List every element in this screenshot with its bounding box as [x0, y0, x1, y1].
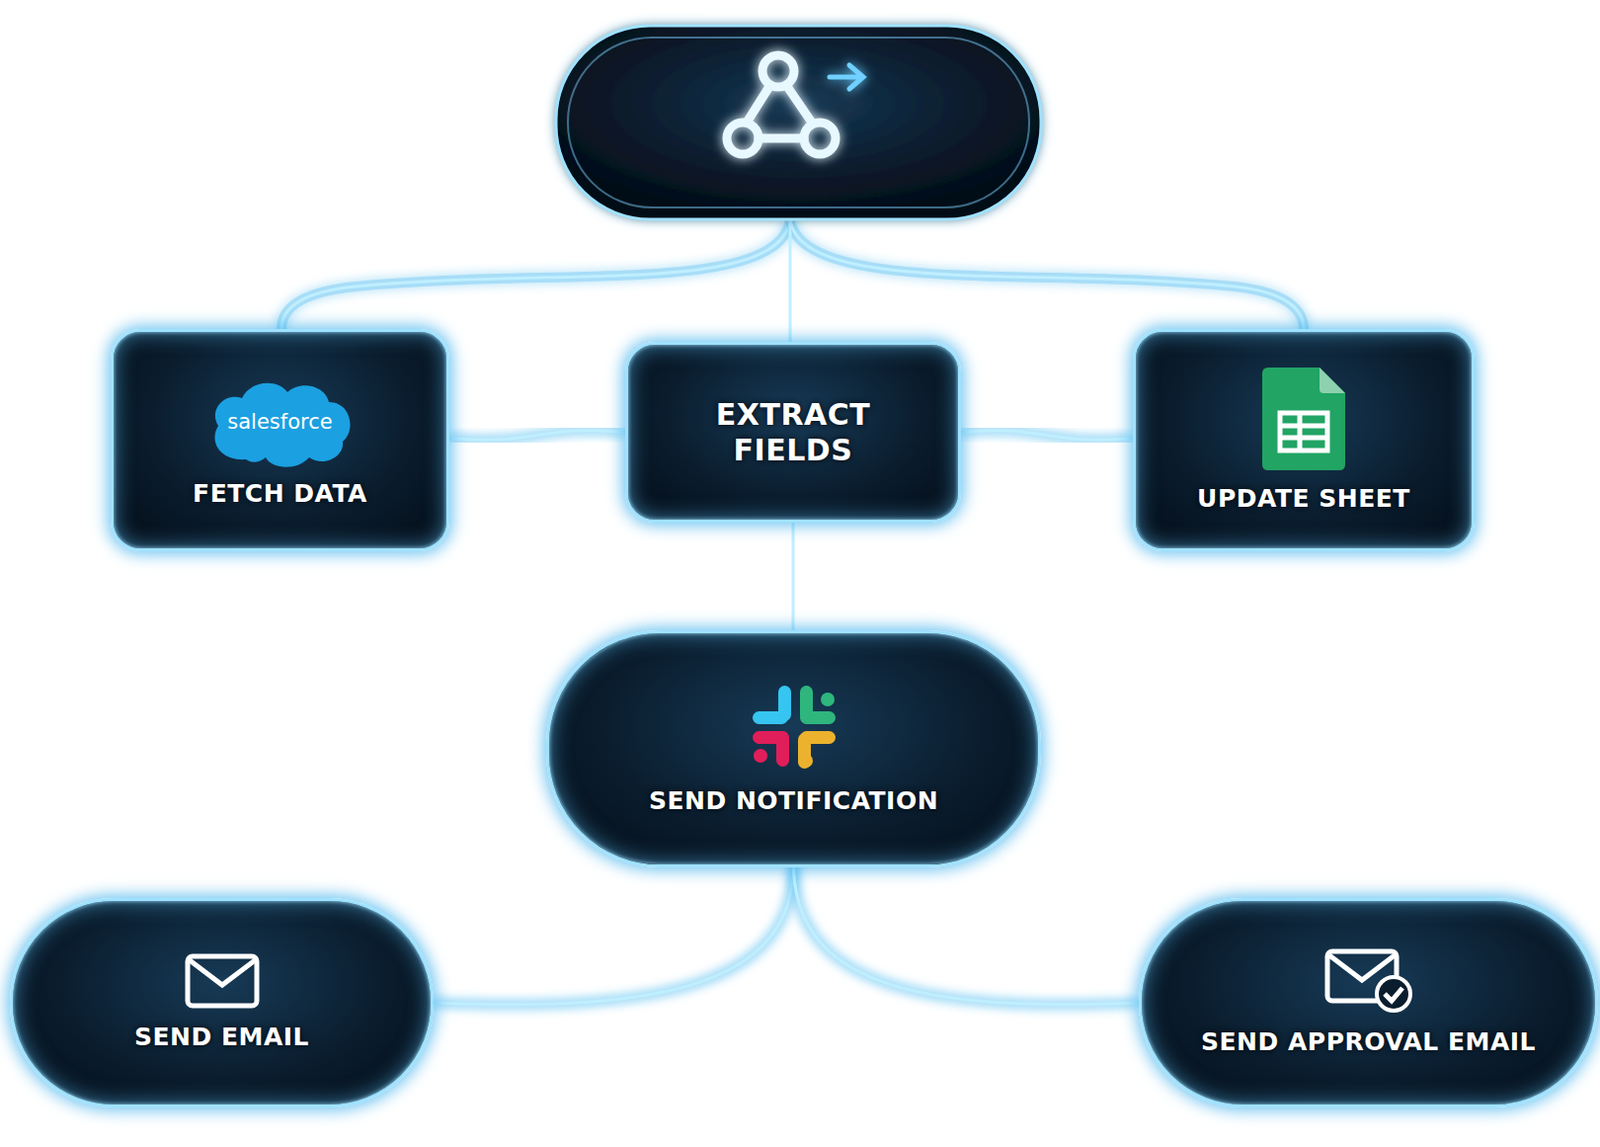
process-box: UPDATE SHEET — [1132, 328, 1475, 552]
connector-line — [792, 522, 796, 631]
salesforce-logo: salesforce — [206, 372, 355, 472]
box-label: EXTRACT FIELDS — [664, 397, 922, 469]
connector-glow — [788, 522, 800, 631]
box-label: SEND APPROVAL EMAIL — [1200, 1027, 1536, 1057]
connector-line — [794, 863, 1140, 1005]
process-box: SEND EMAIL — [9, 897, 434, 1108]
process-box: SEND APPROVAL EMAIL — [1138, 897, 1599, 1108]
process-box: SEND NOTIFICATION — [546, 630, 1041, 868]
service-icon — [748, 681, 840, 777]
process-box: salesforceFETCH DATA — [110, 328, 450, 552]
connector-glow — [433, 863, 795, 1005]
process-box: EXTRACT FIELDS — [625, 341, 961, 523]
glow-connector — [433, 863, 795, 1005]
webhook-box — [556, 25, 1041, 220]
glow-connector — [960, 430, 1133, 441]
glow-connector — [793, 522, 795, 631]
glow-connector — [794, 863, 1140, 1005]
glow-connector — [449, 430, 626, 441]
service-icon — [1324, 948, 1414, 1018]
connector-glow — [449, 430, 626, 441]
connector-line — [449, 430, 626, 441]
logo-text: salesforce — [206, 372, 355, 472]
box-label: SEND NOTIFICATION — [648, 786, 939, 816]
connector-line — [960, 430, 1133, 441]
webhook-wires — [281, 219, 1304, 342]
box-label: FETCH DATA — [192, 479, 368, 509]
service-icon — [184, 953, 260, 1013]
connector-glow — [960, 430, 1133, 441]
connector-glow — [794, 863, 1140, 1005]
connector-line — [433, 863, 795, 1005]
box-label: UPDATE SHEET — [1197, 483, 1411, 514]
service-icon — [1262, 367, 1346, 475]
box-label: SEND EMAIL — [134, 1022, 310, 1052]
webhook-icon — [726, 55, 864, 155]
